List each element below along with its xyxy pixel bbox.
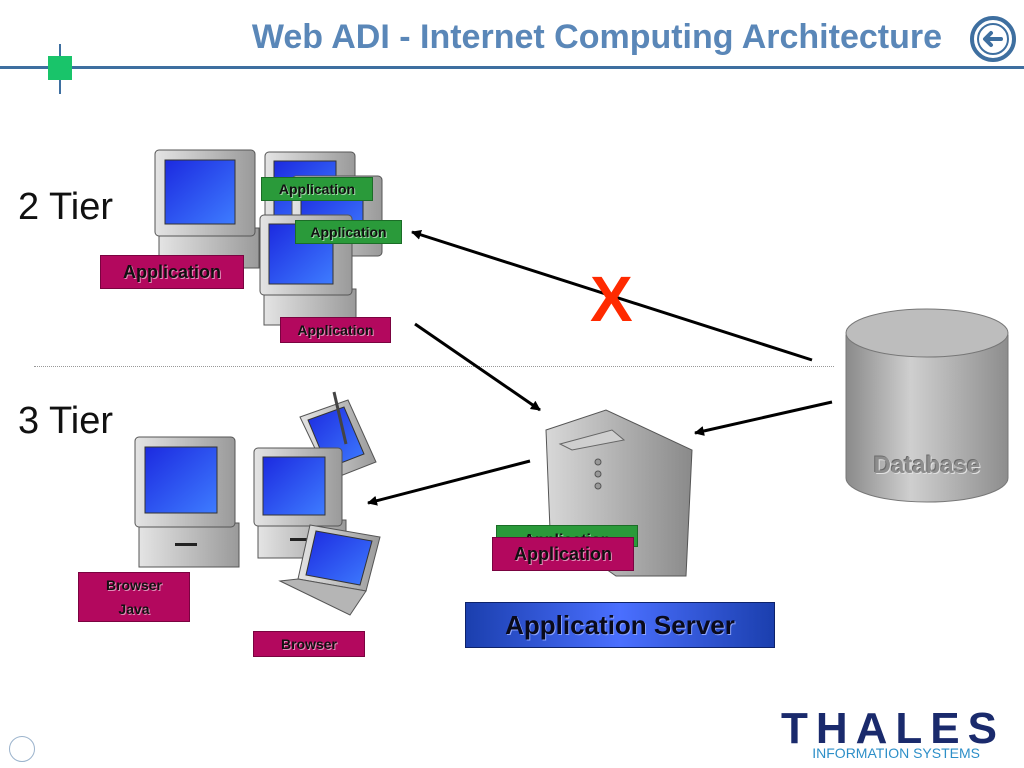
two-tier-label: 2 Tier (18, 186, 114, 228)
back-arrow-icon[interactable] (968, 14, 1018, 64)
three-tier-label: 3 Tier (18, 400, 114, 442)
application-server-banner: Application Server (465, 602, 775, 648)
laptop-device (278, 524, 381, 616)
arrow-server-to-3tier (367, 459, 531, 506)
laptop-browser-label: Browser (253, 631, 365, 657)
database-label: Database (873, 452, 981, 479)
blocked-x-mark: X (590, 263, 633, 335)
java-label: Java (118, 601, 150, 617)
arrow-db-to-2tier (411, 229, 813, 362)
database-cylinder (845, 308, 1009, 503)
nav-circle-button[interactable] (9, 736, 35, 762)
server-app-label: Application (492, 537, 634, 571)
header-marker-square (48, 56, 72, 80)
app-label-green-mid: Application (295, 220, 402, 244)
browser-label: Browser (105, 577, 163, 593)
page-title: Web ADI - Internet Computing Architectur… (251, 18, 942, 56)
browser-java-label: Browser Java (78, 572, 190, 622)
app-label-green-top: Application (261, 177, 373, 201)
header-rule (0, 66, 1024, 69)
pc-2tier-left (154, 149, 260, 269)
tier-divider (34, 366, 834, 367)
pc-3tier-desktop (134, 436, 240, 568)
thales-logo-subtitle: INFORMATION SYSTEMS (812, 745, 980, 761)
app-label-2tier-front: Application (280, 317, 391, 343)
arrow-2tier-to-server (414, 322, 541, 412)
arrow-db-to-server (694, 400, 833, 436)
app-label-2tier-left: Application (100, 255, 244, 289)
thales-logo: THALES (781, 704, 1005, 753)
